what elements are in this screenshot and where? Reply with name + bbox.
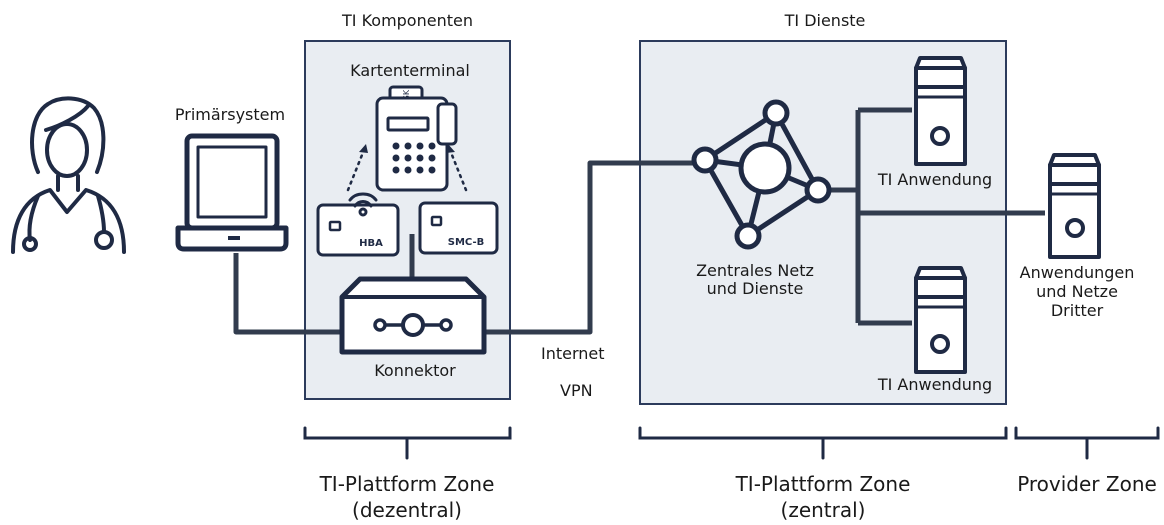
zentrales-netz-label-line2: und Dienste [706,279,804,298]
smcb-card-label: SMC-B [448,237,485,248]
ti-anwendung-top-label: TI Anwendung [877,170,993,189]
ti-dienste-title: TI Dienste [784,11,866,30]
zone-zentral-line2: (zentral) [780,498,866,522]
kartenterminal-label: Kartenterminal [350,61,470,80]
zone-dezentral-line2: (dezentral) [352,498,462,522]
server-icon-provider [1048,153,1101,259]
bracket-zentral [638,426,1008,460]
ti-anwendung-bottom-label: TI Anwendung [877,375,993,394]
bracket-provider [1014,426,1160,460]
zone-zentral-line1: TI-Plattform Zone [735,472,911,496]
internet-label: Internet [541,344,605,363]
laptop-icon [175,133,289,252]
card-terminal-icon: eGK [375,85,458,192]
zone-dezentral-line1: TI-Plattform Zone [319,472,495,496]
line-primaersystem-konnektor [233,253,352,335]
hba-card-icon: HBA [316,192,400,257]
anwendungen-dritter-line2: und Netze [1036,282,1118,301]
doctor-icon [11,96,126,254]
ti-komponenten-title: TI Komponenten [342,11,473,30]
vpn-label: VPN [560,381,593,400]
network-icon [691,99,832,250]
server-icon-bottom [914,266,967,374]
line-konnektor-internet-netz [485,160,700,335]
card-insert-arrowheads [359,144,455,153]
anwendungen-dritter-line1: Anwendungen [1019,263,1135,282]
hba-card-label: HBA [359,238,383,249]
smcb-card-icon: SMC-B [418,201,499,255]
zone-brackets [303,426,1160,460]
anwendungen-dritter-line3: Dritter [1050,301,1104,320]
konnektor-label: Konnektor [374,361,456,380]
bracket-dezentral [303,426,512,460]
primaersystem-label: Primärsystem [174,105,286,124]
connector-icon [339,276,487,355]
zone-provider: Provider Zone [1017,472,1157,496]
connection-lines [233,107,1045,335]
server-icon-top [914,56,967,166]
card-insert-arrows [346,148,468,192]
zentrales-netz-label-line1: Zentrales Netz [696,261,814,280]
